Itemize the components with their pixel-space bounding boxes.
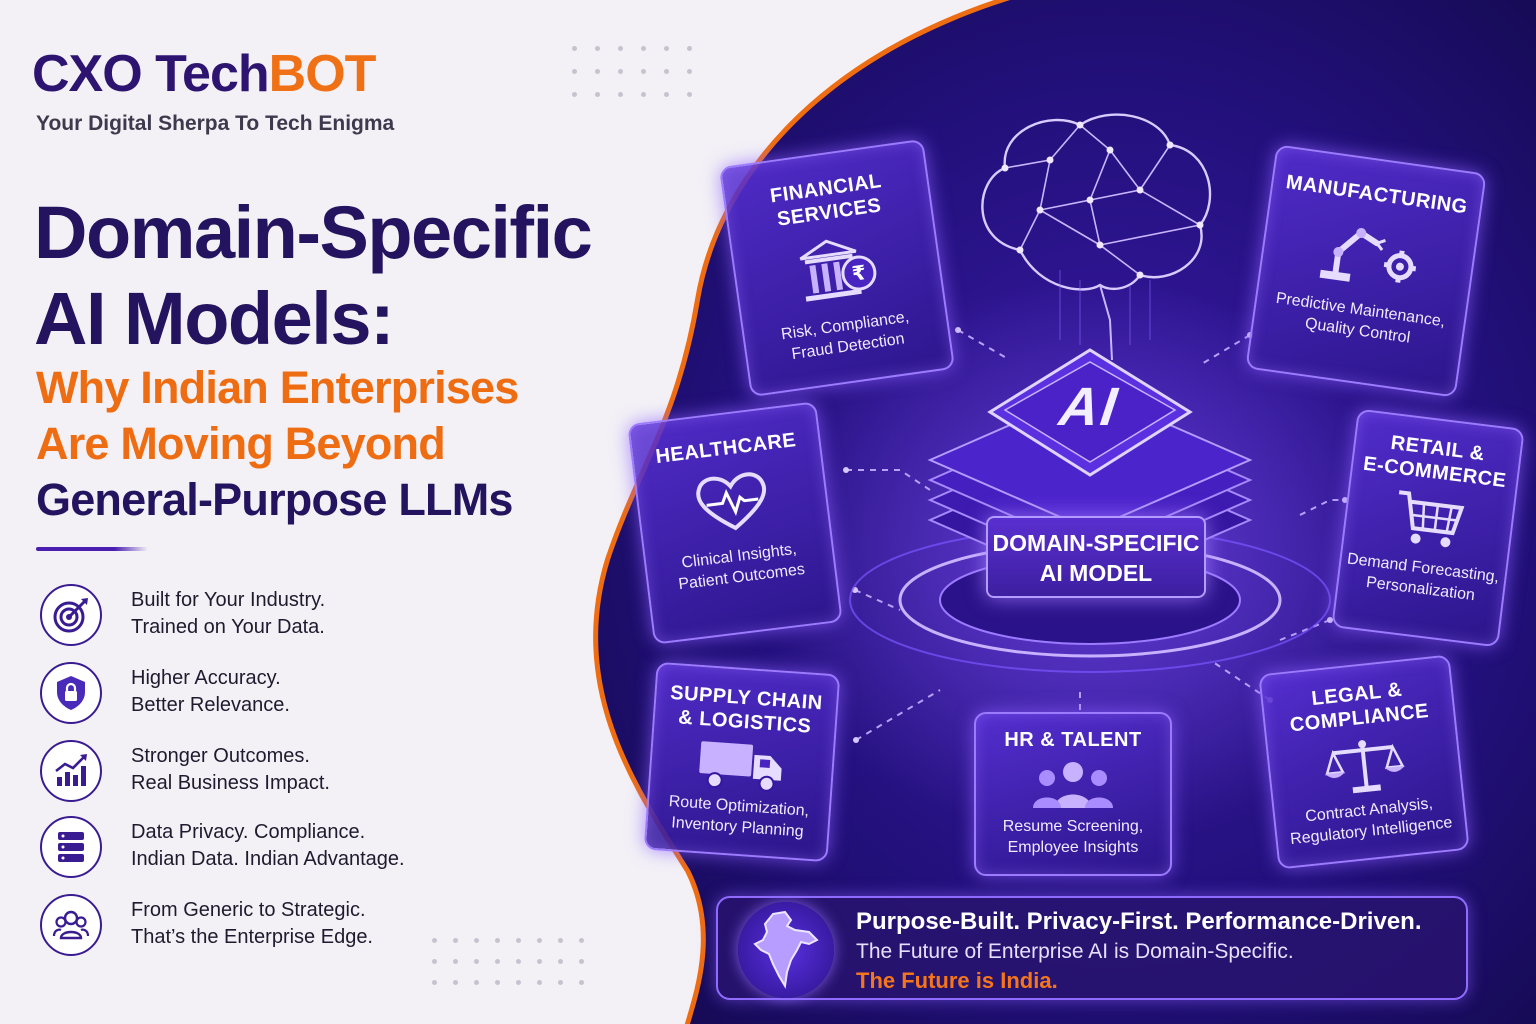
title-underline [36, 547, 148, 551]
subtitle-line-3: General-Purpose LLMs [36, 474, 513, 525]
sector-card-hr: HR & TALENT Resume Screening, Employee I… [974, 712, 1172, 876]
feature-item: Data Privacy. Compliance. Indian Data. In… [40, 816, 600, 882]
feature-item: Stronger Outcomes. Real Business Impact. [40, 740, 600, 806]
sector-card-retail: RETAIL & E-COMMERCE Demand Forecasting, … [1331, 408, 1525, 648]
brand-tagline: Your Digital Sherpa To Tech Enigma [36, 112, 395, 135]
growth-chart-icon [40, 740, 102, 802]
shopping-cart-icon [1344, 480, 1514, 560]
sector-title: SUPPLY CHAIN & LOGISTICS [654, 680, 837, 740]
sector-subtitle-1: Resume Screening, [1002, 818, 1144, 835]
feature-line-2: Real Business Impact. [131, 772, 330, 794]
banner-subline: The Future of Enterprise AI is Domain-Sp… [856, 940, 1294, 963]
domain-specific-model-label: DOMAIN-SPECIFIC AI MODEL [986, 516, 1206, 598]
subtitle-line-2: Are Moving Beyond [36, 418, 446, 469]
sector-title: HR & TALENT [1004, 729, 1142, 751]
sector-card-supply-chain: SUPPLY CHAIN & LOGISTICS Route Optimizat… [643, 661, 841, 863]
heart-pulse-icon [636, 459, 828, 545]
banner-headline: Purpose-Built. Privacy-First. Performanc… [856, 908, 1422, 935]
banner-highlight: The Future is India. [856, 968, 1058, 993]
logo-bot: BOT [268, 45, 377, 103]
sector-subtitle-2: Employee Insights [1007, 839, 1139, 856]
feature-line-2: Indian Data. Indian Advantage. [131, 848, 405, 870]
feature-line-1: Data Privacy. Compliance. [131, 821, 366, 843]
ai-chip-text: AI [1051, 377, 1129, 437]
page-title: Domain-Specific AI Models: [34, 190, 593, 362]
subtitle-line-1: Why Indian Enterprises [36, 362, 519, 413]
decorative-dots-top [572, 46, 692, 97]
feature-item: Built for Your Industry. Trained on Your … [40, 584, 600, 650]
feature-line-2: Better Relevance. [131, 694, 290, 716]
sector-card-financial: FINANCIAL SERVICES ₹ Risk, Compliance, F… [718, 138, 956, 398]
truck-icon [650, 734, 833, 798]
feature-line-2: Trained on Your Data. [131, 616, 325, 638]
feature-line-1: Higher Accuracy. [131, 667, 281, 689]
feature-line-1: Stronger Outcomes. [131, 745, 310, 767]
scales-icon [1268, 726, 1461, 805]
logo-tech: Tech [141, 45, 270, 103]
decorative-dots-bottom [432, 938, 584, 985]
sector-card-healthcare: HEALTHCARE Clinical Insights, Patient Ou… [627, 401, 843, 645]
robot-arm-gear-icon [1261, 202, 1477, 302]
title-line-1: Domain-Specific [34, 191, 593, 274]
model-label-line-2: AI MODEL [1039, 560, 1153, 586]
shield-lock-icon [40, 662, 102, 724]
page-subtitle: Why Indian Enterprises Are Moving Beyond… [36, 360, 519, 528]
people-icon [40, 894, 102, 956]
people-group-icon [976, 758, 1170, 810]
title-line-2: AI Models: [34, 277, 395, 360]
feature-line-1: Built for Your Industry. [131, 589, 326, 611]
model-label-line-1: DOMAIN-SPECIFIC [992, 530, 1200, 556]
svg-text:₹: ₹ [850, 260, 867, 286]
feature-item: From Generic to Strategic. That’s the Ent… [40, 894, 600, 960]
feature-item: Higher Accuracy. Better Relevance. [40, 662, 600, 728]
server-icon [40, 816, 102, 878]
india-map-icon [738, 902, 834, 998]
target-icon [40, 584, 102, 646]
sector-card-manufacturing: MANUFACTURING Predictive Maintenance, Qu… [1245, 144, 1487, 398]
sector-card-legal: LEGAL & COMPLIANCE Contract Analysis, Re… [1258, 654, 1470, 870]
feature-line-1: From Generic to Strategic. [131, 899, 366, 921]
brand-logo: CXO TechBOT [32, 44, 377, 104]
left-panel: CXO TechBOT Your Digital Sherpa To Tech … [0, 0, 692, 1024]
bank-rupee-icon: ₹ [732, 220, 942, 317]
logo-cxo: CXO [32, 45, 143, 103]
feature-line-2: That’s the Enterprise Edge. [131, 926, 373, 948]
bottom-banner: Purpose-Built. Privacy-First. Performanc… [716, 896, 1468, 1000]
